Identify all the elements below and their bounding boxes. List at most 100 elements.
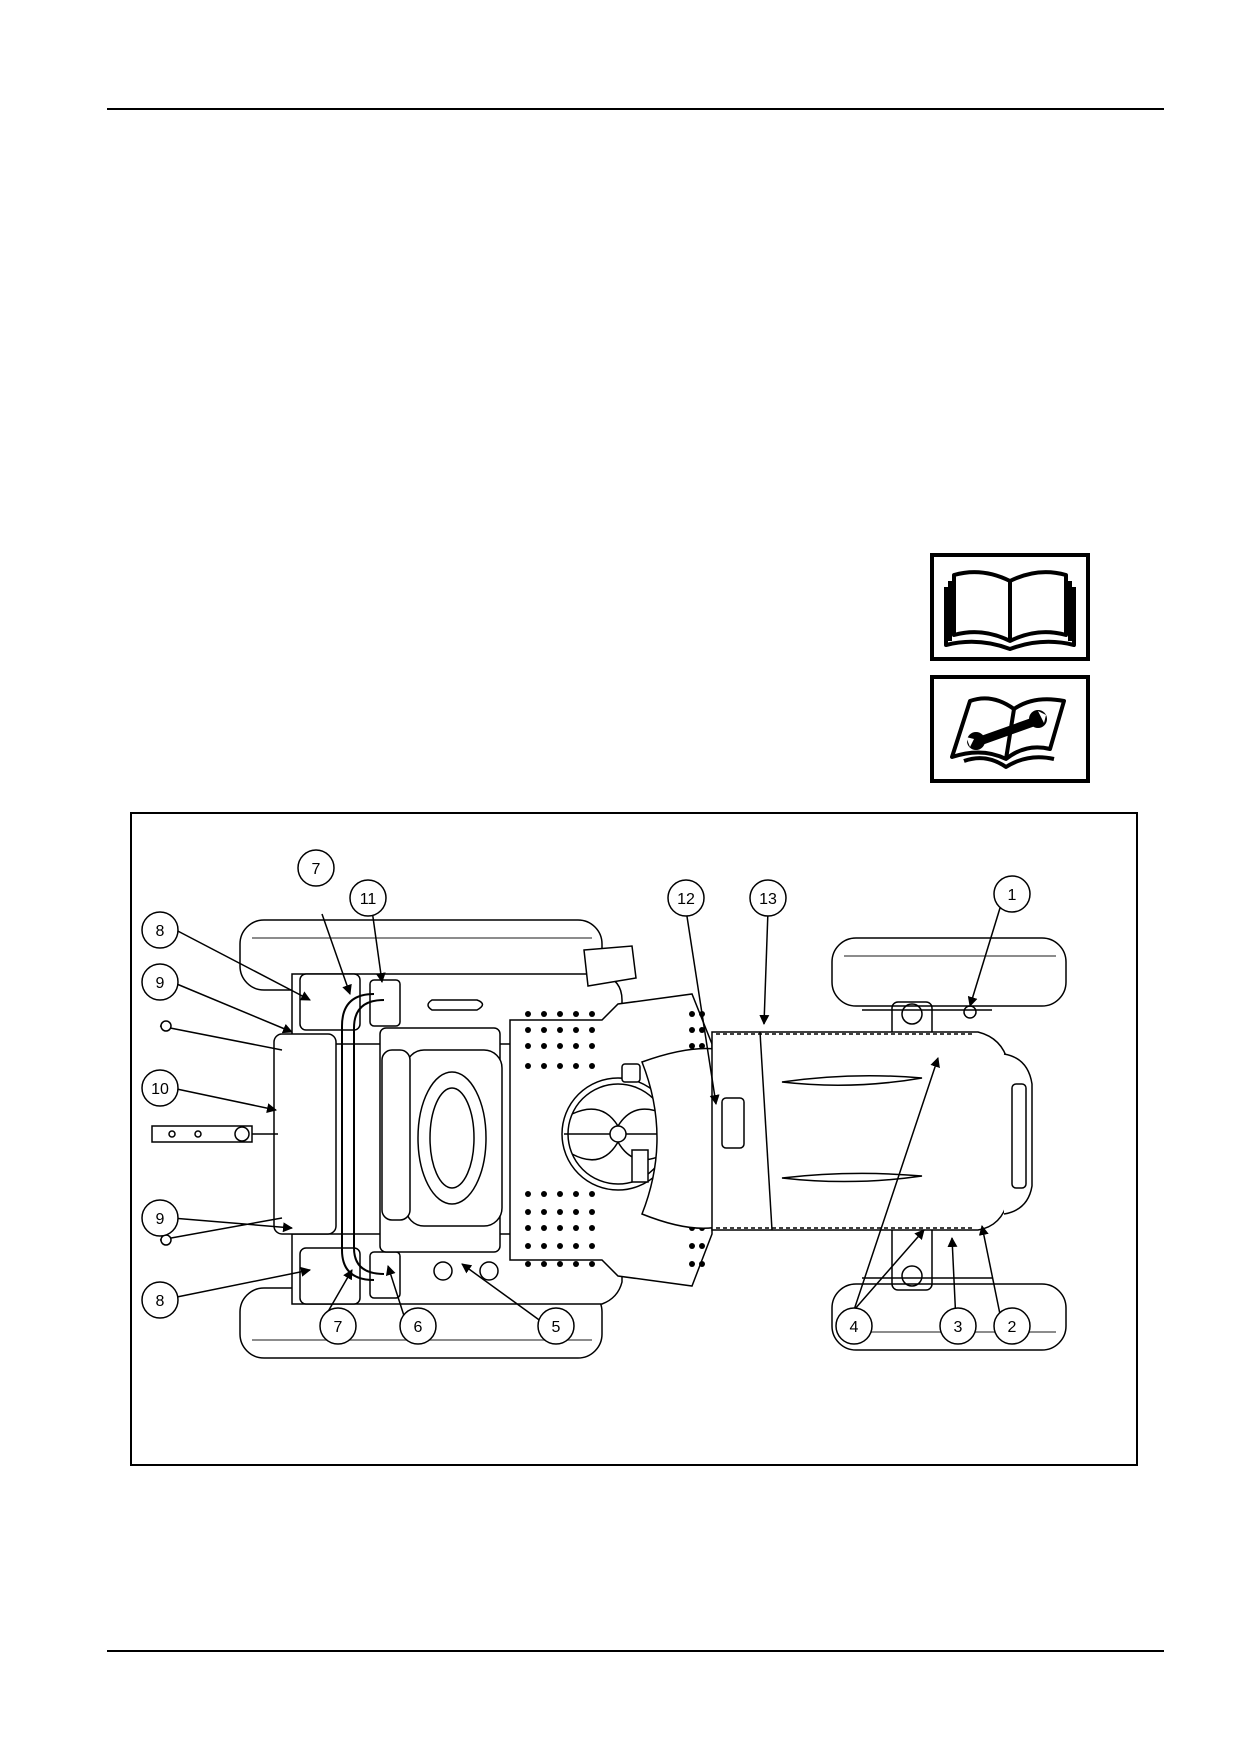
platform-hole <box>589 1011 595 1017</box>
callout-1: 1 <box>993 875 1031 913</box>
callout-3-label: 3 <box>954 1319 963 1336</box>
callouts: 1 2 3 4 5 6 7 <box>141 849 1031 1345</box>
callout-2: 2 <box>993 1307 1031 1345</box>
platform-hole <box>573 1209 579 1215</box>
platform-hole <box>689 1027 695 1033</box>
platform-hole <box>525 1027 531 1033</box>
platform-hole <box>573 1261 579 1267</box>
platform-hole <box>589 1243 595 1249</box>
callout-6: 6 <box>399 1307 437 1345</box>
callout-5: 5 <box>537 1307 575 1345</box>
platform-hole <box>699 1261 705 1267</box>
callout-5-label: 5 <box>552 1319 561 1336</box>
platform-hole <box>557 1225 563 1231</box>
platform-hole <box>541 1225 547 1231</box>
platform-hole <box>525 1243 531 1249</box>
platform-hole <box>589 1027 595 1033</box>
callout-7-top: 7 <box>297 849 335 887</box>
platform-hole <box>689 1261 695 1267</box>
platform-hole <box>557 1027 563 1033</box>
platform-hole <box>573 1225 579 1231</box>
platform-hole <box>557 1043 563 1049</box>
platform-hole <box>689 1043 695 1049</box>
platform-hole <box>557 1011 563 1017</box>
platform-hole <box>541 1063 547 1069</box>
rops-frame <box>341 993 385 1281</box>
platform-hole <box>525 1261 531 1267</box>
platform-hole <box>525 1063 531 1069</box>
platform-dots <box>525 1011 705 1267</box>
dashboard <box>621 1047 723 1230</box>
operator-seat <box>379 1027 503 1253</box>
platform-hole <box>557 1063 563 1069</box>
callout-9-bottom: 9 <box>141 1199 179 1237</box>
platform-hole <box>541 1191 547 1197</box>
platform-hole <box>525 1011 531 1017</box>
callout-1-label: 1 <box>1008 887 1017 904</box>
platform-hole <box>589 1261 595 1267</box>
platform-hole <box>541 1209 547 1215</box>
platform-hole <box>541 1027 547 1033</box>
platform-hole <box>541 1243 547 1249</box>
callout-4: 4 <box>835 1307 873 1345</box>
callout-13-label: 13 <box>759 891 777 908</box>
hood <box>711 1031 1033 1231</box>
service-manual-symbol <box>930 675 1090 783</box>
callout-9-top-label: 9 <box>156 975 165 992</box>
operator-manual-symbol <box>930 553 1090 661</box>
platform-hole <box>573 1243 579 1249</box>
platform-hole <box>557 1191 563 1197</box>
callout-4-label: 4 <box>850 1319 859 1336</box>
wrench-manual-icon <box>950 696 1066 769</box>
callout-11: 11 <box>349 879 387 917</box>
footer-rule <box>107 1650 1164 1652</box>
platform-hole <box>589 1225 595 1231</box>
platform-hole <box>573 1027 579 1033</box>
platform-hole <box>525 1191 531 1197</box>
header-rule <box>107 108 1164 110</box>
platform-hole <box>573 1011 579 1017</box>
callout-9-bottom-label: 9 <box>156 1211 165 1228</box>
callout-10-label: 10 <box>151 1081 169 1098</box>
rear-hitch <box>151 1020 337 1246</box>
callout-6-label: 6 <box>414 1319 423 1336</box>
platform-hole <box>525 1225 531 1231</box>
platform-hole <box>589 1191 595 1197</box>
platform-hole <box>589 1043 595 1049</box>
book-icon <box>944 570 1076 651</box>
platform-hole <box>689 1243 695 1249</box>
platform-hole <box>689 1011 695 1017</box>
callout-7-top-label: 7 <box>312 861 321 878</box>
platform-hole <box>541 1011 547 1017</box>
platform-hole <box>589 1063 595 1069</box>
callout-8-bottom: 8 <box>141 1281 179 1319</box>
platform-hole <box>699 1043 705 1049</box>
platform-hole <box>557 1261 563 1267</box>
callout-2-label: 2 <box>1008 1319 1017 1336</box>
tractor-illustration: 1 2 3 4 5 6 7 <box>141 849 1067 1359</box>
callout-13: 13 <box>749 879 787 917</box>
platform-hole <box>573 1063 579 1069</box>
callout-8-top: 8 <box>141 911 179 949</box>
tractor-top-view-figure: 1 2 3 4 5 6 7 <box>130 812 1138 1466</box>
callout-8-top-label: 8 <box>156 923 165 940</box>
platform-hole <box>573 1043 579 1049</box>
callout-12: 12 <box>667 879 705 917</box>
platform-hole <box>699 1243 705 1249</box>
callout-7-bottom: 7 <box>319 1307 357 1345</box>
callout-10: 10 <box>141 1069 179 1107</box>
platform-hole <box>557 1209 563 1215</box>
leader-lines <box>171 907 1003 1325</box>
platform-hole <box>525 1209 531 1215</box>
callout-9-top: 9 <box>141 963 179 1001</box>
platform-hole <box>525 1043 531 1049</box>
platform-hole <box>589 1209 595 1215</box>
callout-11-label: 11 <box>360 891 377 908</box>
platform-hole <box>541 1043 547 1049</box>
platform-hole <box>541 1261 547 1267</box>
platform-hole <box>699 1027 705 1033</box>
platform-hole <box>557 1243 563 1249</box>
callout-7-bottom-label: 7 <box>334 1319 343 1336</box>
callout-12-label: 12 <box>677 891 695 908</box>
callout-3: 3 <box>939 1307 977 1345</box>
